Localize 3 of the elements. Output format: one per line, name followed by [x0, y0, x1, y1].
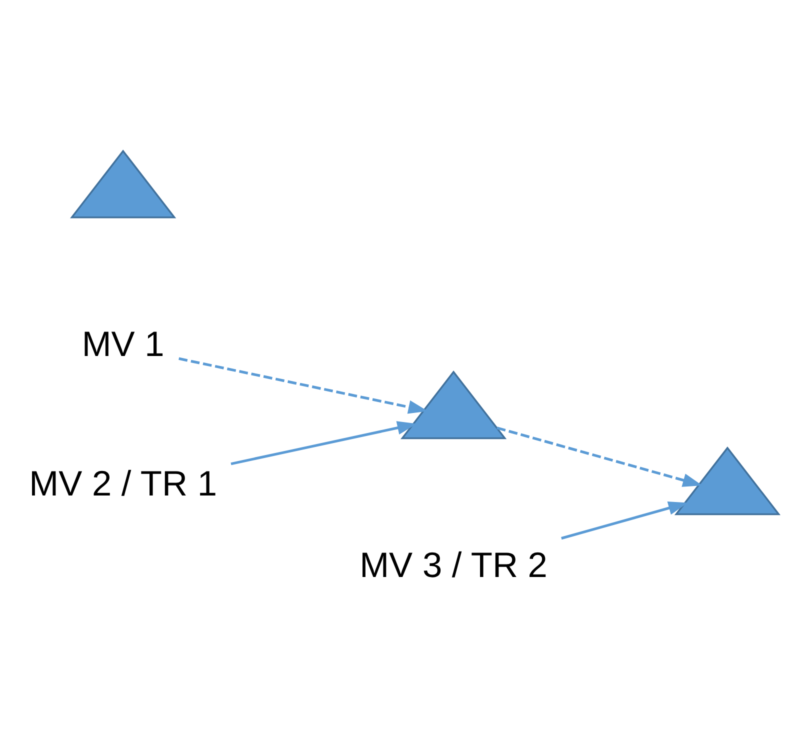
node-text: MV 3 / TR 2: [360, 546, 548, 585]
node-text: MV 1: [82, 325, 164, 364]
node-text: MV 2 / TR 1: [29, 464, 217, 504]
